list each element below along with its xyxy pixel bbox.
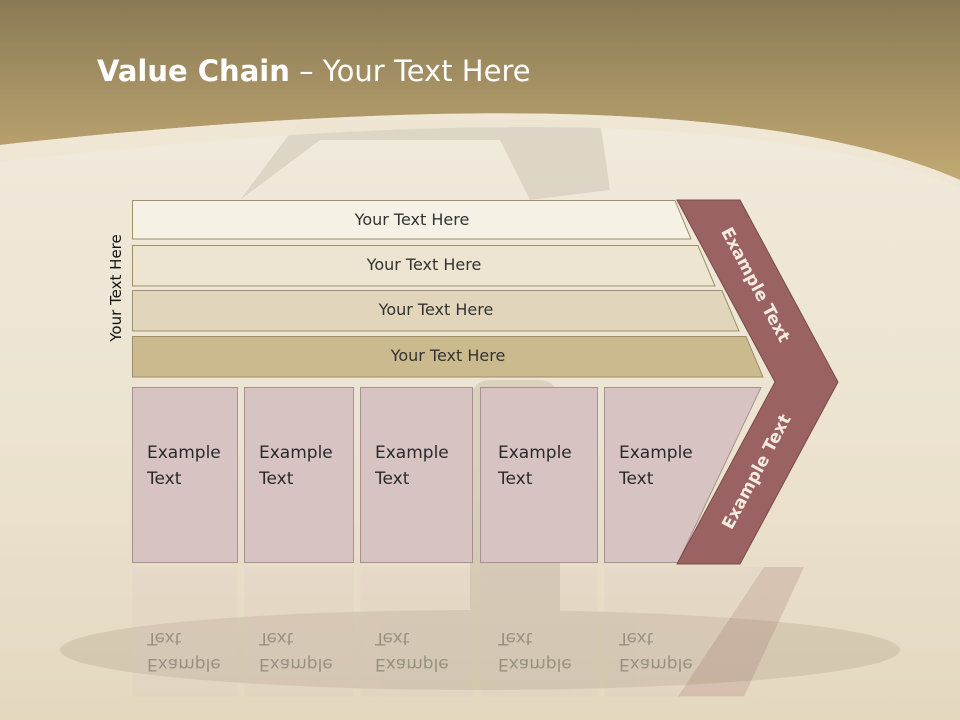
bar-3: Your Text Here	[132, 290, 740, 332]
title-rest: – Your Text Here	[289, 54, 531, 88]
side-label: Your Text Here	[107, 234, 125, 342]
bar-3-label: Your Text Here	[378, 299, 494, 319]
bar-1: Your Text Here	[132, 200, 692, 240]
box-2-line1: Example	[259, 443, 333, 463]
box-5-line1: Example	[619, 443, 693, 463]
bar-2-label: Your Text Here	[366, 254, 482, 274]
chevron-arrow	[676, 199, 839, 565]
slide-title: Value Chain – Your Text Here	[97, 54, 531, 88]
box-4-line1: Example	[498, 443, 572, 463]
box-4-line2: Text	[498, 469, 533, 489]
bar-4: Your Text Here	[132, 336, 764, 378]
bar-4-label: Your Text Here	[390, 345, 506, 365]
box-1-line1: Example	[147, 443, 221, 463]
box-1-line2: Text	[147, 469, 182, 489]
box-3-line1: Example	[375, 443, 449, 463]
title-bold: Value Chain	[97, 54, 290, 88]
bar-1-label: Your Text Here	[354, 209, 470, 229]
bar-2: Your Text Here	[132, 245, 716, 287]
box-3-line2: Text	[375, 469, 410, 489]
box-5-line2: Text	[619, 469, 654, 489]
box-2-line2: Text	[259, 469, 294, 489]
